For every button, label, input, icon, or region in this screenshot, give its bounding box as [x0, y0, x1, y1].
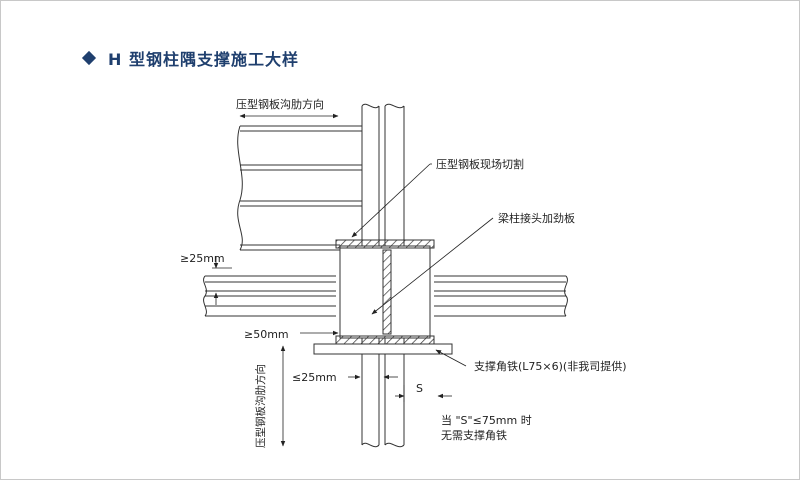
- top-direction-label: 压型钢板沟肋方向: [236, 97, 324, 111]
- lower-deck-left: [203, 275, 336, 317]
- max-25mm-label: ≤25mm: [292, 371, 337, 384]
- header: H 型钢柱隅支撑施工大样: [81, 44, 299, 72]
- upper-deck: [237, 125, 362, 251]
- support-angle-label: 支撑角铁(L75×6)(非我司提供): [474, 359, 627, 373]
- lower-deck-right: [434, 275, 568, 317]
- stiffener-label: 梁柱接头加劲板: [498, 211, 575, 225]
- page-title: H 型钢柱隅支撑施工大样: [108, 50, 299, 69]
- note-line-1: 当 "S"≤75mm 时: [441, 413, 532, 427]
- dimension-lines: [212, 113, 452, 447]
- leader-lines: [351, 163, 494, 367]
- note-line-2: 无需支撑角铁: [441, 428, 507, 442]
- side-direction-label: 压型钢板沟肋方向: [254, 364, 267, 448]
- on-site-cut-label: 压型钢板现场切割: [436, 157, 524, 171]
- min-25mm-label: ≥25mm: [180, 252, 225, 265]
- min-50mm-label: ≥50mm: [244, 328, 289, 341]
- beam-column-joint: [313, 239, 453, 355]
- s-dimension-label: S: [416, 382, 423, 395]
